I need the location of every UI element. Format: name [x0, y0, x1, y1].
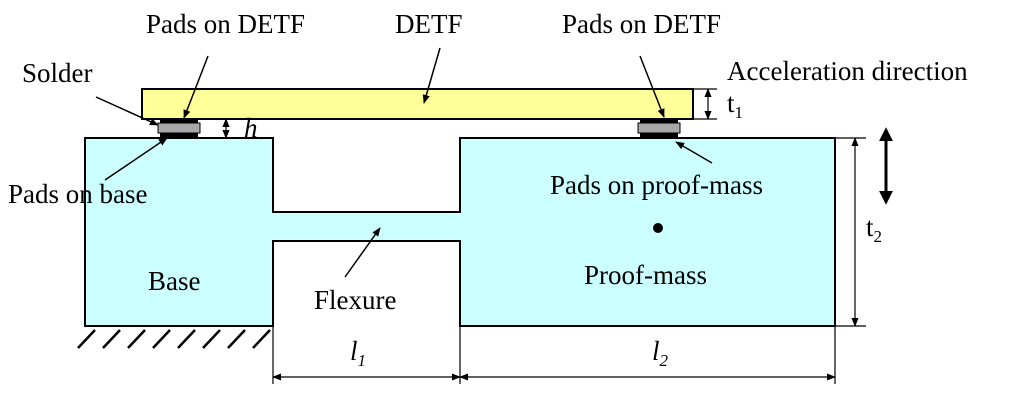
- right-pad-on-detf: [640, 119, 678, 123]
- left-pad-on-base: [160, 133, 198, 138]
- pads-proof-mass-arrow: [675, 141, 713, 164]
- pads-on-proof-mass-label: Pads on proof-mass: [550, 170, 763, 200]
- ground-hatching: [77, 329, 271, 349]
- l1-label: l1: [350, 336, 366, 370]
- pads-on-detf-left-label: Pads on DETF: [146, 9, 305, 39]
- pads-base-arrow: [104, 137, 168, 181]
- detf-beam: [141, 88, 694, 120]
- solder-label: Solder: [22, 58, 93, 88]
- left-solder: [157, 122, 201, 134]
- t2-label: t2: [866, 212, 882, 246]
- h-label: h: [244, 113, 258, 143]
- right-solder: [637, 122, 681, 134]
- right-pad-stack: [637, 119, 681, 138]
- leader-arrows: [95, 47, 713, 278]
- t2-dimension: [835, 137, 866, 327]
- flexure-arrow: [344, 227, 381, 278]
- length-dimensions: [272, 326, 836, 384]
- center-of-mass-dot: [653, 223, 663, 233]
- flexure-label: Flexure: [314, 285, 396, 315]
- base-flexure-proof-mass-body: [84, 137, 836, 327]
- h-dimension: [202, 118, 234, 139]
- base-label: Base: [148, 266, 201, 296]
- left-pad-on-detf: [160, 119, 198, 123]
- solder-arrow: [95, 96, 159, 126]
- t1-label: t1: [727, 88, 743, 122]
- pads-on-detf-right-label: Pads on DETF: [562, 9, 721, 39]
- proof-mass-label: Proof-mass: [584, 260, 707, 290]
- t1-dimension: [693, 88, 717, 120]
- l2-label: l2: [652, 336, 669, 370]
- pads-detf-right-arrow: [639, 55, 665, 118]
- detf-label: DETF: [395, 9, 463, 39]
- detf-arrow: [422, 47, 441, 104]
- pads-detf-left-arrow: [183, 55, 209, 119]
- right-pad-on-proof-mass: [640, 133, 678, 138]
- pads-on-base-label: Pads on base: [8, 179, 147, 209]
- acceleration-direction-label: Acceleration direction: [727, 56, 968, 86]
- left-pad-stack: [157, 119, 201, 138]
